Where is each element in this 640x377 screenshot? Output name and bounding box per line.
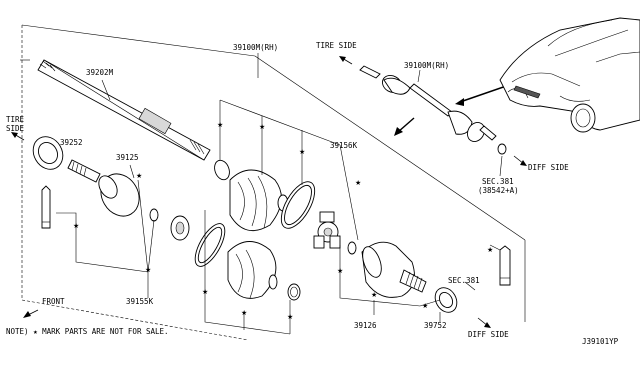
svg-text:★: ★ <box>337 267 343 275</box>
svg-text:★: ★ <box>136 172 142 180</box>
boot-pin-left <box>41 185 51 229</box>
star-icon: ★ ★ ★ ★ ★ ★ ★ ★ ★ ★ ★ ★ ★ ★ <box>73 121 493 321</box>
leader-39100m-right <box>417 69 421 83</box>
circlip-outer <box>149 208 159 222</box>
label-tire-side-top: TIRE SIDE <box>316 41 357 50</box>
boot-band-large <box>280 181 316 229</box>
tripod-joint <box>313 211 341 249</box>
label-diff-side-bottom: DIFF SIDE <box>468 330 509 339</box>
label-39156k: 39156K <box>330 141 358 150</box>
inner-race <box>170 215 190 241</box>
boot-band-small <box>214 159 230 181</box>
svg-text:★: ★ <box>422 302 428 310</box>
seal-39752 <box>434 287 458 313</box>
vehicle-illustration <box>499 17 640 133</box>
svg-text:★: ★ <box>259 123 265 131</box>
leader-lines <box>56 99 501 335</box>
outer-boot <box>229 169 289 232</box>
label-39126: 39126 <box>354 321 377 330</box>
circlip-inner <box>347 241 357 255</box>
boot-band-lower-large <box>194 223 226 267</box>
leader-39125 <box>129 164 135 179</box>
shaft-39202m <box>37 59 211 161</box>
inner-housing-39126 <box>361 241 427 298</box>
diagram-code: J39101YP <box>582 337 619 346</box>
label-39252: 39252 <box>60 138 83 147</box>
arrow-icon <box>23 309 39 318</box>
arrow-icon <box>11 132 25 141</box>
assembly-frame <box>20 24 526 341</box>
svg-text:★: ★ <box>217 121 223 129</box>
outer-cv-joint <box>67 159 140 217</box>
label-39100m-rh-right: 39100M(RH) <box>404 61 449 70</box>
label-39100m-rh-top: 39100M(RH) <box>233 43 278 52</box>
svg-text:★: ★ <box>202 288 208 296</box>
label-sec381-upper: SEC.381 <box>482 177 514 186</box>
label-sec381-upper-sub: (38542+A) <box>478 186 519 195</box>
svg-text:★: ★ <box>73 222 79 230</box>
arrow-icon <box>513 155 527 166</box>
seal-39252 <box>32 136 64 170</box>
svg-text:★: ★ <box>241 309 247 317</box>
leader-39202m <box>101 79 111 101</box>
label-sec381-lower: SEC.381 <box>448 276 480 285</box>
svg-text:★: ★ <box>487 246 493 254</box>
svg-text:★: ★ <box>287 313 293 321</box>
boot-band-lower-small <box>287 283 301 301</box>
label-39155k: 39155K <box>126 297 154 306</box>
note-text: NOTE) ★ MARK PARTS ARE NOT FOR SALE. <box>6 327 169 336</box>
boot-pin-right <box>499 245 511 286</box>
label-39202m: 39202M <box>86 68 114 77</box>
label-39752: 39752 <box>424 321 447 330</box>
svg-text:★: ★ <box>355 179 361 187</box>
inner-boot <box>227 241 278 299</box>
arrow-icon <box>394 117 415 136</box>
arrow-icon <box>339 56 353 65</box>
svg-text:★: ★ <box>371 291 377 299</box>
leader-sec381-upper <box>499 155 503 177</box>
complete-shaft-assembly <box>359 65 507 155</box>
svg-text:★: ★ <box>299 148 305 156</box>
label-diff-side-top: DIFF SIDE <box>528 163 569 172</box>
label-front: FRONT <box>42 297 65 306</box>
label-tire-side-left-2: SIDE <box>6 124 25 133</box>
arrow-icon <box>477 317 491 328</box>
svg-text:★: ★ <box>145 266 151 274</box>
label-tire-side-left-1: TIRE <box>6 115 25 124</box>
label-39125: 39125 <box>116 153 139 162</box>
